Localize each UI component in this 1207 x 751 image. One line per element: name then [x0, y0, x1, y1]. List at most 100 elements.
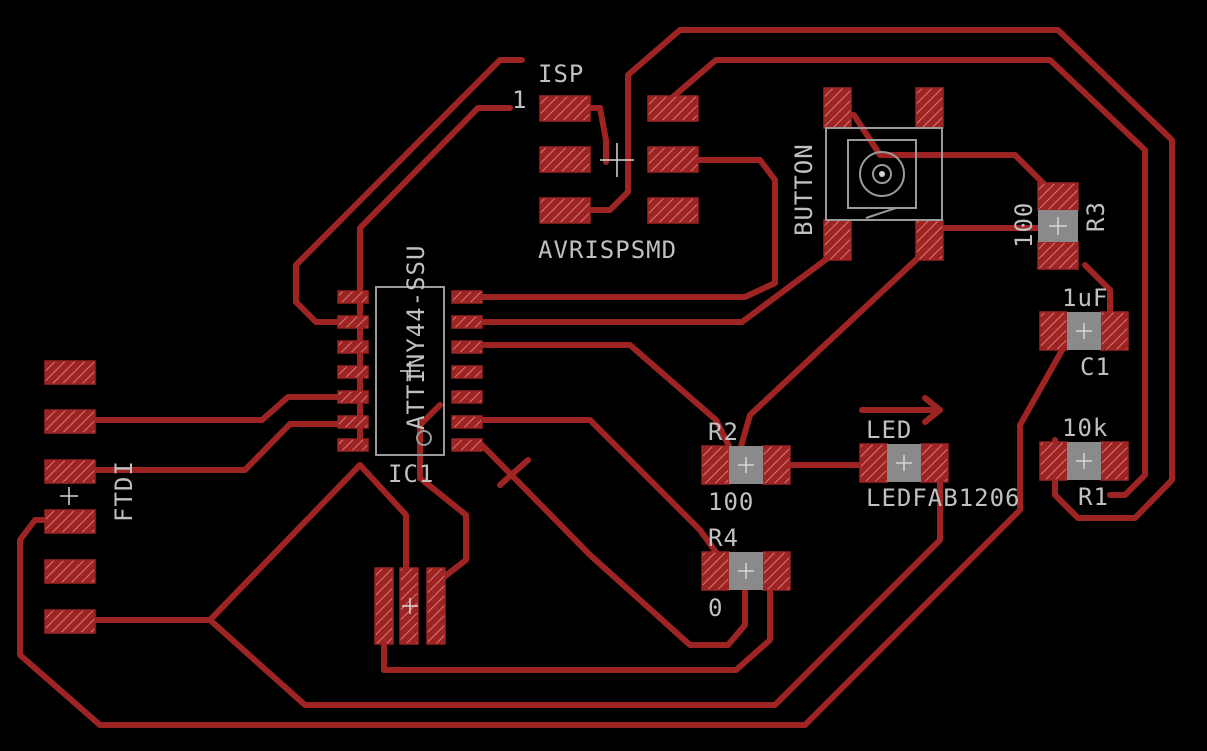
button-actuator: [872, 164, 892, 184]
resistor-r1[interactable]: 10k R1: [1039, 414, 1129, 511]
pad: [337, 365, 369, 379]
pad: [920, 443, 949, 483]
pad: [647, 95, 699, 122]
c1-value-label: 1uF: [1062, 284, 1108, 312]
pad: [539, 146, 591, 173]
pad: [915, 87, 944, 129]
pad: [823, 219, 852, 261]
ftdi-name-label: FTDI: [110, 460, 138, 522]
ic1-microcontroller[interactable]: IC1 ATTINY44-SSU: [337, 245, 483, 488]
trace: [357, 105, 513, 448]
vertical-jumper[interactable]: [374, 567, 446, 645]
capacitor-c1[interactable]: 1uF C1: [1039, 284, 1129, 381]
pad: [374, 567, 394, 645]
copper-traces: [17, 27, 1175, 728]
button-switch[interactable]: BUTTON: [790, 87, 944, 261]
pad: [337, 415, 369, 429]
trace: [67, 421, 365, 473]
button-actuator: [859, 151, 905, 197]
pad: [337, 340, 369, 354]
trace: [67, 394, 363, 423]
trace: [563, 27, 1175, 521]
r3-name-label: R3: [1082, 201, 1110, 232]
led-name-label: LED: [866, 416, 912, 444]
isp-name-label: ISP: [538, 60, 584, 88]
button-outline: [825, 127, 943, 221]
r4-value-label: 0: [708, 594, 723, 622]
trace: [293, 57, 525, 325]
ic1-outline: [375, 286, 445, 456]
pad: [451, 390, 483, 404]
led-polarity-arrow: [922, 407, 943, 425]
pad: [1037, 182, 1079, 211]
pad: [762, 445, 791, 485]
trace: [17, 342, 1118, 728]
pad: [647, 146, 699, 173]
ic1-value-label: ATTINY44-SSU: [402, 245, 430, 430]
pad: [1100, 441, 1129, 481]
pad: [451, 315, 483, 329]
trace: [457, 157, 778, 300]
pad: [44, 559, 96, 584]
trace: [497, 457, 531, 488]
pad: [451, 290, 483, 304]
pad: [823, 87, 852, 129]
pad: [451, 365, 483, 379]
trace: [737, 255, 921, 453]
trace: [381, 587, 773, 673]
button-name-label: BUTTON: [790, 143, 818, 236]
pad: [915, 219, 944, 261]
c1-name-label: C1: [1080, 353, 1111, 381]
pad: [44, 459, 96, 484]
led-value-label: LEDFAB1206: [866, 484, 1021, 512]
switch-symbol: [865, 207, 897, 219]
pad: [44, 360, 96, 385]
r2-value-label: 100: [708, 488, 754, 516]
r4-name-label: R4: [708, 524, 739, 552]
trace: [457, 342, 733, 451]
trace: [457, 417, 721, 558]
pad: [44, 509, 96, 534]
trace: [457, 252, 835, 325]
pad: [337, 390, 369, 404]
led[interactable]: LED LEDFAB1206: [859, 395, 1021, 512]
ic1-pin1-marker: [416, 430, 432, 446]
trace: [657, 57, 1148, 498]
r2-name-label: R2: [708, 418, 739, 446]
ftdi-header[interactable]: FTDI: [44, 360, 138, 634]
pad: [337, 290, 369, 304]
pad: [1039, 311, 1068, 351]
trace: [417, 402, 469, 583]
pad: [337, 438, 369, 452]
pad: [337, 315, 369, 329]
trace: [207, 452, 943, 708]
pad: [1039, 441, 1068, 481]
button-cap: [847, 139, 917, 209]
pad: [426, 567, 446, 645]
isp-header[interactable]: ISP 1 AVRISPSMD: [512, 60, 699, 264]
pad: [762, 551, 791, 591]
pad: [539, 95, 591, 122]
pad: [451, 340, 483, 354]
isp-value-label: AVRISPSMD: [538, 236, 677, 264]
resistor-r3[interactable]: 100 R3: [1010, 182, 1110, 270]
pad: [859, 443, 888, 483]
pad: [1100, 311, 1129, 351]
pad: [701, 445, 730, 485]
r3-value-label: 100: [1010, 202, 1038, 248]
isp-pin1-label: 1: [512, 86, 527, 114]
button-center: [879, 171, 885, 177]
r1-name-label: R1: [1078, 483, 1109, 511]
pad: [701, 551, 730, 591]
led-polarity-arrow: [859, 395, 943, 413]
pad: [647, 197, 699, 224]
pad: [451, 415, 483, 429]
pad: [451, 438, 483, 452]
pad: [44, 409, 96, 434]
pad: [1037, 241, 1079, 270]
pad: [44, 609, 96, 634]
resistor-r4[interactable]: R4 0: [701, 524, 791, 622]
ic1-name-label: IC1: [388, 460, 434, 488]
resistor-r2[interactable]: R2 100: [701, 418, 791, 516]
